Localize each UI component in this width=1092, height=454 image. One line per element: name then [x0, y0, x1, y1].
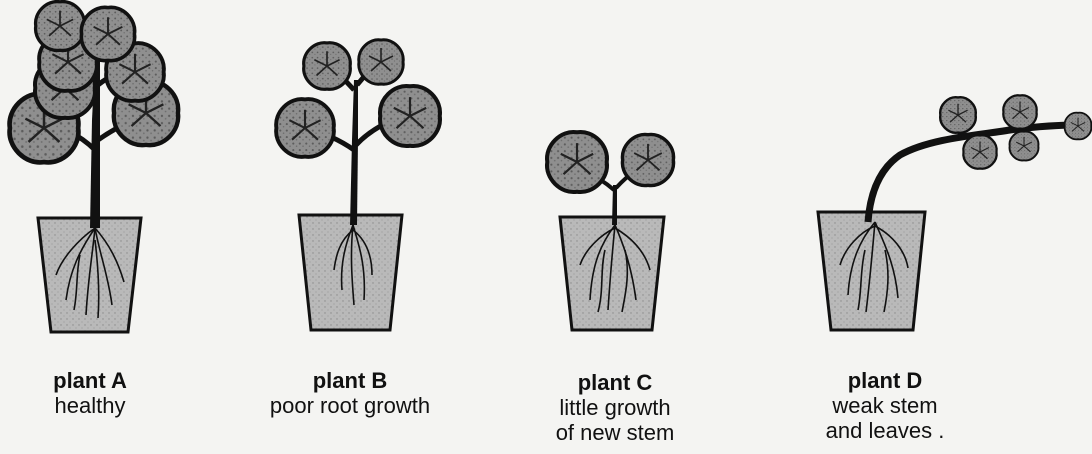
leaves-b [276, 40, 440, 157]
plant-c-label: plant C [520, 370, 710, 395]
plant-a-description: healthy [10, 393, 170, 418]
plant-b [276, 40, 440, 330]
leaves-c [547, 132, 674, 192]
plant-d-description: weak stem and leaves . [790, 393, 980, 443]
pot-d [818, 212, 925, 330]
caption-plant-a: plant A healthy [10, 368, 170, 418]
plant-b-description: poor root growth [240, 393, 460, 418]
plant-b-label: plant B [240, 368, 460, 393]
plant-d-label: plant D [790, 368, 980, 393]
plant-a-label: plant A [10, 368, 170, 393]
plant-a [10, 2, 179, 332]
caption-plant-c: plant C little growth of new stem [520, 370, 710, 445]
caption-plant-d: plant D weak stem and leaves . [790, 368, 980, 443]
plant-c [547, 132, 674, 330]
plant-d [818, 95, 1091, 330]
pot-c [560, 217, 664, 330]
stem-b [350, 80, 358, 225]
plant-c-description: little growth of new stem [520, 395, 710, 445]
caption-plant-b: plant B poor root growth [240, 368, 460, 418]
